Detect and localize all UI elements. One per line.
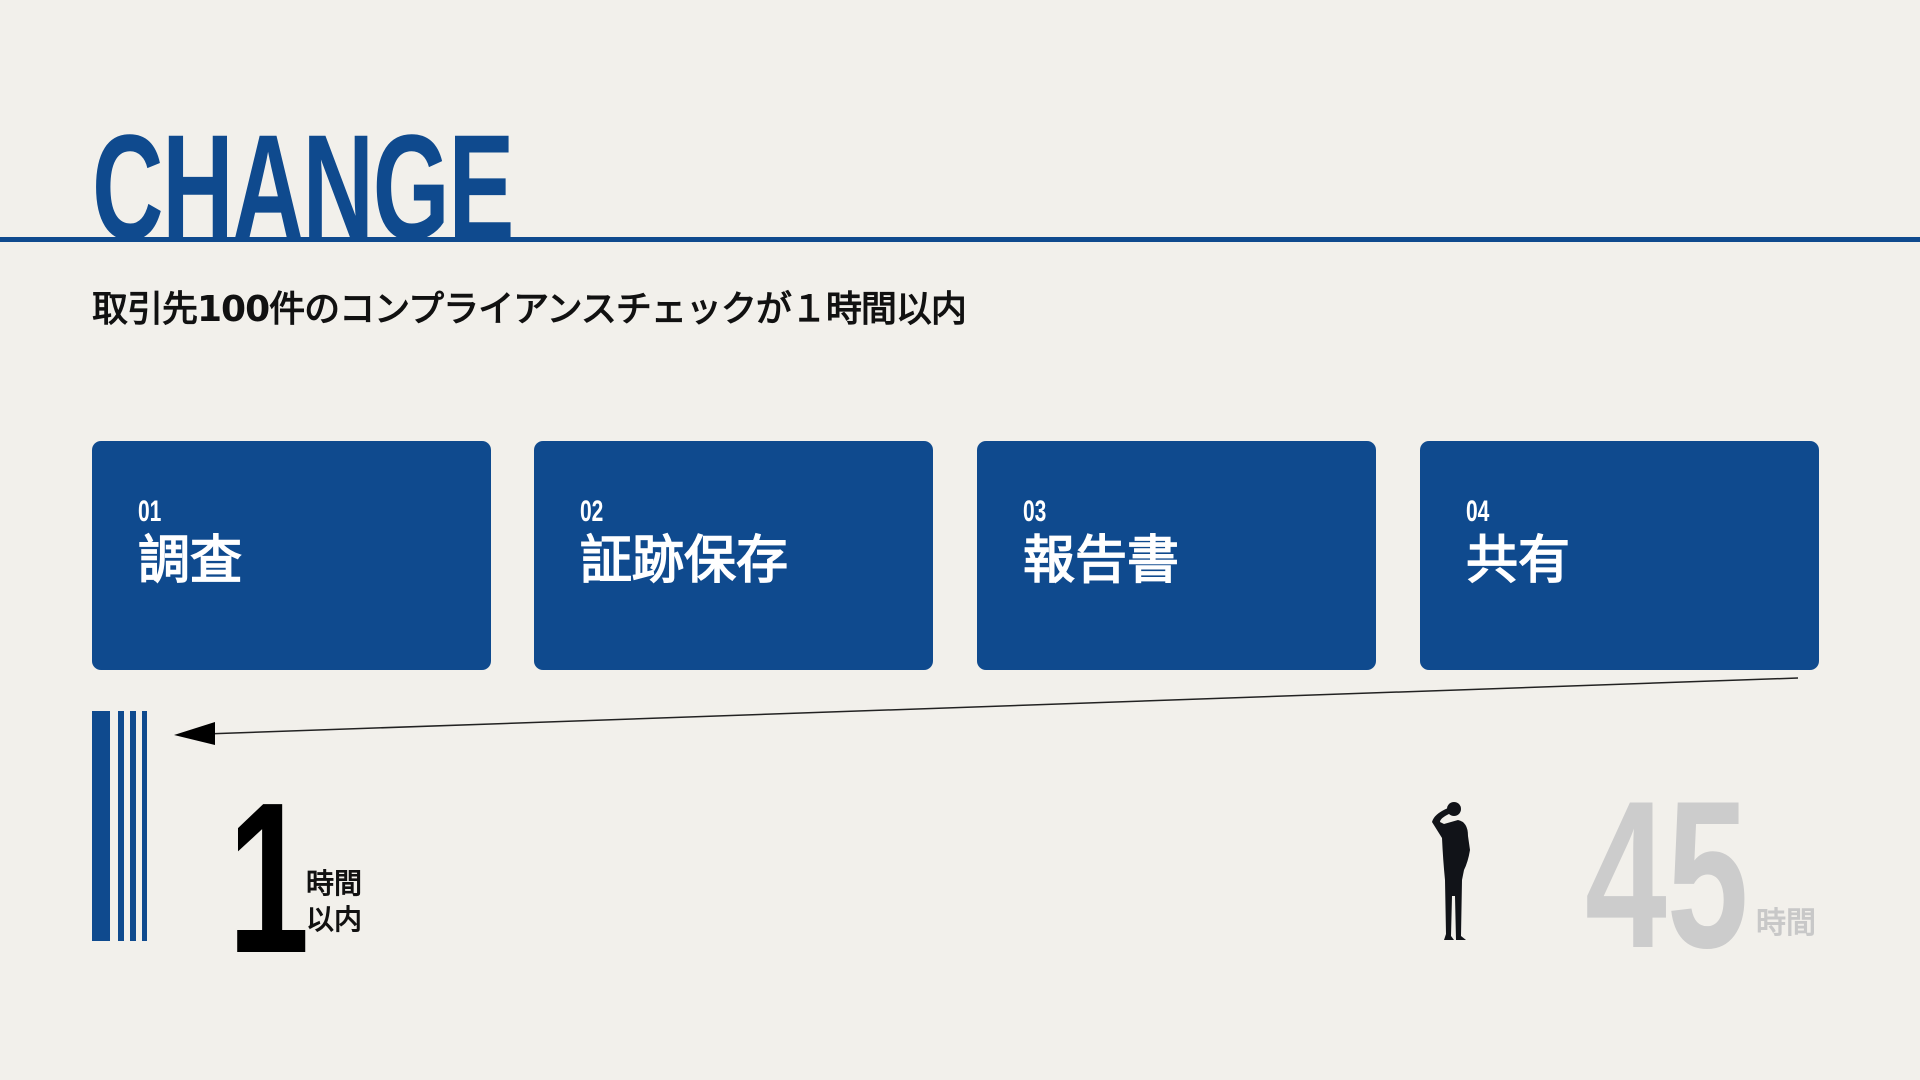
step-card-4: 04 共有 — [1420, 441, 1819, 670]
time-bar — [92, 711, 110, 941]
step-label: 証跡保存 — [580, 531, 789, 591]
time-bar — [118, 711, 124, 941]
step-number: 01 — [138, 495, 162, 528]
step-number: 04 — [1466, 495, 1490, 528]
step-card-1: 01 調査 — [92, 441, 491, 670]
before-value: 45 — [1585, 757, 1749, 992]
step-number: 02 — [580, 495, 604, 528]
step-label: 調査 — [138, 531, 243, 591]
step-card-3: 03 報告書 — [977, 441, 1376, 670]
step-label: 報告書 — [1023, 531, 1180, 591]
time-bar — [130, 711, 136, 941]
step-label: 共有 — [1466, 531, 1571, 591]
title-divider — [0, 237, 1920, 242]
step-card-2: 02 証跡保存 — [534, 441, 933, 670]
after-unit-line2: 以内 — [306, 903, 363, 936]
after-value: 1 — [228, 757, 310, 998]
after-unit-line1: 時間 — [306, 867, 363, 900]
person-saluting-silhouette-icon — [1432, 802, 1470, 940]
step-number: 03 — [1023, 495, 1047, 528]
before-unit: 時間 — [1756, 906, 1816, 941]
page-subtitle: 取引先100件のコンプライアンスチェックが１時間以内 — [92, 289, 967, 330]
time-bar — [142, 711, 147, 941]
